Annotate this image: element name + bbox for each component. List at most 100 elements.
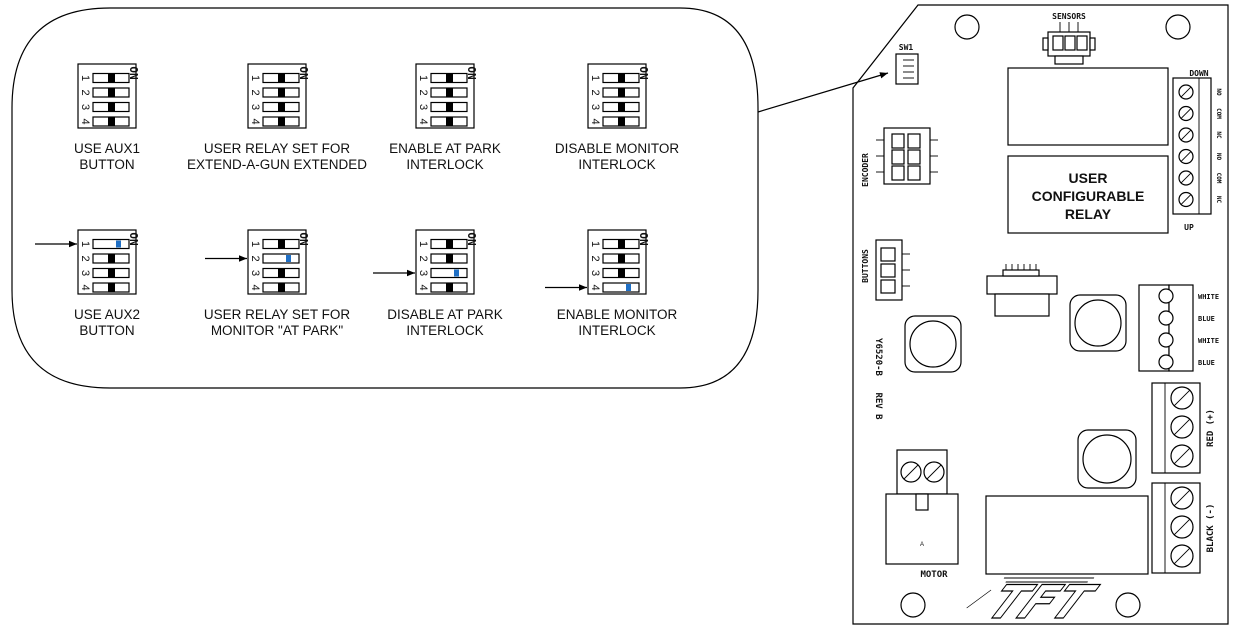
motor-label: MOTOR — [920, 570, 948, 580]
switch-number: 2 — [79, 255, 91, 261]
setting-caption-line: DISABLE MONITOR — [555, 141, 680, 156]
setting-caption-line: USER RELAY SET FOR — [204, 307, 351, 322]
on-label: ON — [297, 232, 310, 245]
motor-mark: A — [920, 542, 924, 548]
switch-lever-off — [278, 74, 285, 82]
switch-number: 3 — [589, 104, 601, 110]
motor-connector: A MOTOR — [885, 449, 959, 580]
screw-slot — [1173, 389, 1191, 407]
switch-lever-off — [446, 74, 453, 82]
encoder-label: ENCODER — [861, 153, 870, 187]
terminal-screw — [1170, 515, 1194, 539]
relay-upper — [1007, 67, 1169, 146]
switch-lever-off — [446, 117, 453, 126]
switch-lever-off — [446, 283, 453, 292]
switch-lever-off — [446, 88, 453, 97]
wire-connector: WHITE BLUE WHITE BLUE — [1138, 284, 1219, 372]
switch-number: 4 — [249, 118, 261, 124]
terminal-pin-label: NC — [1215, 196, 1222, 204]
switch-lever-off — [278, 88, 285, 97]
relay-label-2: CONFIGURABLE — [1032, 188, 1145, 204]
mounting-hole — [954, 14, 980, 40]
switch-number: 1 — [417, 75, 429, 81]
switch-lever-off — [278, 240, 285, 248]
relay-label-3: RELAY — [1065, 206, 1112, 222]
relay-label-1: USER — [1069, 170, 1108, 186]
switch-lever-off — [618, 103, 625, 111]
switch-number: 2 — [249, 89, 261, 95]
black-label: BLACK (-) — [1206, 504, 1216, 553]
terminal-screw — [1178, 84, 1194, 100]
switch-lever-off — [108, 254, 115, 263]
wire-label-blue: BLUE — [1198, 359, 1215, 367]
screw-slot — [1180, 86, 1192, 98]
setting-caption-line: INTERLOCK — [578, 323, 655, 338]
dip-switch-housing — [247, 63, 307, 129]
revision-label: REV B — [873, 392, 883, 420]
inductor — [1077, 429, 1137, 489]
user-configurable-relay — [1007, 155, 1169, 234]
dip-switch-housing — [415, 229, 475, 295]
screw-slot — [1173, 489, 1191, 507]
switch-lever-on — [454, 269, 459, 277]
screw-slot — [1180, 151, 1192, 162]
screw-slot — [1173, 547, 1191, 565]
switch-number: 4 — [79, 118, 91, 124]
callout-leader-line — [757, 72, 889, 113]
circuit-board: SENSORS SW1 USER CONFIGURABLE RELAY — [852, 4, 1229, 630]
switch-number: 3 — [417, 270, 429, 276]
switch-number: 1 — [79, 75, 91, 81]
screw-slot — [1180, 129, 1192, 141]
down-label: DOWN — [1189, 69, 1208, 78]
switch-lever-off — [108, 88, 115, 97]
terminal-pin-label: NO — [1215, 88, 1222, 96]
switch-lever-off — [278, 269, 285, 277]
switch-number: 2 — [417, 89, 429, 95]
switch-lever-off — [108, 283, 115, 292]
on-label: ON — [465, 232, 478, 245]
switch-lever-off — [278, 117, 285, 126]
up-label: UP — [1184, 223, 1194, 232]
logo-text: TFT — [977, 575, 1106, 629]
terminal-screw — [1178, 105, 1194, 122]
tft-logo: TFT — [966, 575, 1107, 630]
dip-switch-housing — [77, 229, 137, 295]
setting-caption-line: USE AUX2 — [74, 307, 140, 322]
terminal-screw — [1170, 415, 1194, 439]
switch-lever-off — [108, 103, 115, 111]
switch-number: 3 — [417, 104, 429, 110]
inductor — [1069, 294, 1127, 352]
switch-slot — [262, 253, 300, 264]
terminal-screw — [1178, 191, 1194, 208]
dip-switch-housing — [587, 63, 647, 129]
wire-label-blue: BLUE — [1198, 315, 1215, 323]
switch-number: 1 — [249, 241, 261, 247]
switch-number: 2 — [417, 255, 429, 261]
switch-number: 4 — [589, 284, 601, 290]
terminal-pin-label: NC — [1215, 131, 1222, 139]
terminal-screw — [1170, 444, 1194, 468]
relay-lower — [985, 495, 1149, 575]
switch-lever-off — [618, 240, 625, 248]
terminal-screw — [1178, 148, 1194, 165]
terminal-screw — [1170, 544, 1194, 568]
terminal-pin-label: COM — [1215, 108, 1222, 119]
switch-lever-on — [286, 255, 291, 262]
dip-switch-housing — [415, 63, 475, 129]
screw-slot — [1180, 172, 1192, 184]
buttons-label: BUTTONS — [861, 249, 870, 283]
dip-switch-housing — [77, 63, 137, 129]
setting-caption-line: USER RELAY SET FOR — [204, 141, 351, 156]
red-label: RED (+) — [1206, 409, 1216, 447]
switch-slot — [602, 282, 640, 293]
terminal-pin-label: NO — [1215, 153, 1222, 161]
switch-lever-off — [618, 74, 625, 82]
switch-lever-off — [108, 74, 115, 82]
switch-number: 4 — [79, 284, 91, 290]
